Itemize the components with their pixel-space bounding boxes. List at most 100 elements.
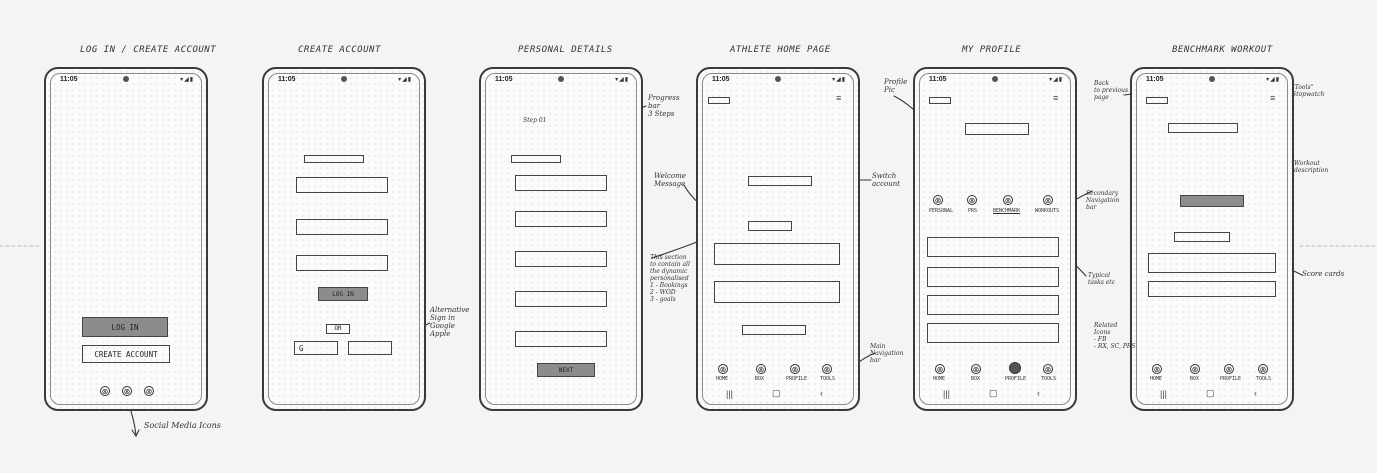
input-field[interactable]: [515, 331, 607, 347]
score-card[interactable]: [1148, 253, 1276, 273]
tab-workouts[interactable]: WORKOUTS: [1035, 208, 1060, 214]
benchmark-icon[interactable]: ⊗: [1003, 195, 1013, 205]
goals-bar[interactable]: [742, 325, 806, 335]
login-button[interactable]: LOG IN: [318, 287, 368, 301]
home-square-icon[interactable]: ▢: [772, 388, 781, 398]
home-icon[interactable]: ⊗: [718, 364, 728, 374]
back-icon[interactable]: ‹: [1037, 388, 1040, 398]
back-logo-bar[interactable]: [1146, 97, 1168, 104]
tab-box[interactable]: BOX: [971, 376, 981, 382]
social-icon[interactable]: ⊗: [122, 386, 132, 396]
section-label: [748, 221, 792, 231]
tools-icon[interactable]: ⊗: [1043, 364, 1053, 374]
status-icons: ▾◢▮: [180, 77, 194, 83]
menu-icon[interactable]: ≡: [1270, 93, 1276, 103]
home-square-icon[interactable]: ▢: [989, 388, 998, 398]
menu-icon[interactable]: ≡: [1053, 93, 1059, 103]
wod-card[interactable]: [714, 281, 840, 303]
back-icon[interactable]: ‹: [1254, 388, 1257, 398]
camera-icon: [558, 76, 564, 82]
camera-icon: [341, 76, 347, 82]
social-icon[interactable]: ⊗: [144, 386, 154, 396]
google-sign-in-button[interactable]: G: [294, 341, 338, 355]
input-field[interactable]: [515, 291, 607, 307]
task-card[interactable]: [927, 295, 1059, 315]
home-icon[interactable]: ⊗: [1152, 364, 1162, 374]
back-icon[interactable]: ‹: [820, 388, 823, 398]
box-icon[interactable]: ⊗: [971, 364, 981, 374]
tab-home[interactable]: HOME: [716, 376, 729, 382]
home-square-icon[interactable]: ▢: [1206, 388, 1215, 398]
phone-frame-benchmark-workout: 11:05 ▾◢▮ ≡ ⊗ ⊗ ⊗ ⊗ HOME BOX PROFILE TOO…: [1130, 67, 1294, 411]
tab-box[interactable]: BOX: [755, 376, 765, 382]
annotation-score-cards: Score cards: [1302, 270, 1345, 278]
booking-card[interactable]: [714, 243, 840, 265]
status-icons: ▾◢▮: [398, 77, 412, 83]
input-field[interactable]: [296, 177, 388, 193]
input-field[interactable]: [515, 251, 607, 267]
social-icon[interactable]: ⊗: [100, 386, 110, 396]
tab-prs[interactable]: PRS: [968, 208, 978, 214]
tab-tools[interactable]: TOOLS: [820, 376, 836, 382]
apple-sign-in-button[interactable]: [348, 341, 392, 355]
workouts-icon[interactable]: ⊗: [1043, 195, 1053, 205]
phone-frame-my-profile: 11:05 ▾◢▮ ≡ ⊗ ⊗ ⊗ ⊗ PERSONAL PRS BENCHMA…: [913, 67, 1077, 411]
status-time: 11:05: [60, 76, 78, 83]
screen-title: MY PROFILE: [962, 45, 1022, 55]
tab-profile[interactable]: PROFILE: [1005, 376, 1027, 382]
phone-frame-personal-details: 11:05 ▾◢▮ Step 01 NEXT: [479, 67, 643, 411]
password-field[interactable]: [296, 255, 388, 271]
task-card[interactable]: [927, 323, 1059, 343]
status-time: 11:05: [929, 76, 947, 83]
prs-icon[interactable]: ⊗: [967, 195, 977, 205]
input-field[interactable]: [515, 175, 607, 191]
screen-title: ATHLETE HOME PAGE: [730, 45, 831, 55]
recent-apps-icon[interactable]: |||: [1160, 389, 1168, 399]
tab-home[interactable]: HOME: [1150, 376, 1163, 382]
tab-profile[interactable]: PROFILE: [1220, 376, 1242, 382]
camera-icon: [123, 76, 129, 82]
status-time: 11:05: [278, 76, 296, 83]
status-time: 11:05: [495, 76, 513, 83]
profile-icon[interactable]: ⊗: [790, 364, 800, 374]
next-button[interactable]: NEXT: [537, 363, 595, 377]
score-card[interactable]: [1148, 281, 1276, 297]
tab-home[interactable]: HOME: [933, 376, 946, 382]
box-icon[interactable]: ⊗: [1190, 364, 1200, 374]
status-icons: ▾◢▮: [832, 77, 846, 83]
profile-icon[interactable]: ⊗: [1224, 364, 1234, 374]
recent-apps-icon[interactable]: |||: [726, 389, 734, 399]
task-card[interactable]: [927, 267, 1059, 287]
screen-title: BENCHMARK WORKOUT: [1172, 45, 1273, 55]
personal-icon[interactable]: ⊗: [933, 195, 943, 205]
workout-action-button[interactable]: [1180, 195, 1244, 207]
input-field[interactable]: [296, 219, 388, 235]
home-icon[interactable]: ⊗: [935, 364, 945, 374]
input-field[interactable]: [515, 211, 607, 227]
box-icon[interactable]: ⊗: [756, 364, 766, 374]
tab-box[interactable]: BOX: [1190, 376, 1200, 382]
phone-frame-create-account: 11:05 ▾◢▮ LOG IN OR G: [262, 67, 426, 411]
login-button[interactable]: LOG IN: [82, 317, 168, 337]
tab-profile[interactable]: PROFILE: [786, 376, 808, 382]
tab-personal[interactable]: PERSONAL: [929, 208, 954, 214]
tools-icon[interactable]: ⊗: [822, 364, 832, 374]
menu-icon[interactable]: ≡: [836, 93, 842, 103]
annotation-tools-stopwatch: "Tools"Stopwatch: [1292, 84, 1325, 98]
task-card[interactable]: [927, 237, 1059, 257]
create-account-button[interactable]: CREATE ACCOUNT: [82, 345, 170, 363]
section-label: [1174, 232, 1230, 242]
switch-account-bar[interactable]: [748, 176, 812, 186]
status-time: 11:05: [1146, 76, 1164, 83]
tab-tools[interactable]: TOOLS: [1041, 376, 1057, 382]
tools-icon[interactable]: ⊗: [1258, 364, 1268, 374]
status-icons: ▾◢▮: [1266, 77, 1280, 83]
recent-apps-icon[interactable]: |||: [943, 389, 951, 399]
tab-tools[interactable]: TOOLS: [1256, 376, 1272, 382]
profile-icon[interactable]: [1009, 362, 1021, 374]
step-label: Step 01: [523, 117, 547, 124]
tab-benchmark[interactable]: BENCHMARK: [993, 208, 1021, 214]
